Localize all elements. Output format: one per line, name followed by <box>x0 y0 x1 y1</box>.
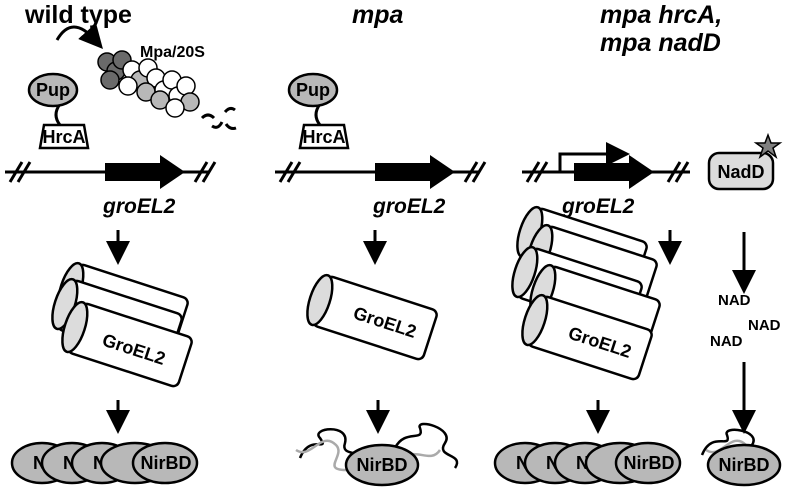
panel-mpa-double: mpa hrcA, mpa nadD groEL2 <box>493 1 783 487</box>
dna-break-right <box>193 161 217 183</box>
gene-arrow-groel2 <box>574 155 654 189</box>
groel2-complex-large <box>511 205 661 381</box>
gene-label-groel2: groEL2 <box>102 195 176 218</box>
dna-break-left <box>525 161 549 183</box>
nirbd-label: NirBD <box>140 453 191 473</box>
panel-title-wild-type: wild type <box>24 1 132 29</box>
nirbd-cluster: N N N NirBD NirBD <box>10 441 199 485</box>
hrca-label: HrcA <box>42 127 85 147</box>
targeting-arrow <box>55 23 103 49</box>
dna-break-left <box>8 161 32 183</box>
nirbd-protein <box>706 443 782 487</box>
panel-title-line1: mpa hrcA, <box>600 1 722 29</box>
nad-label: NAD <box>718 292 751 309</box>
nad-label: NAD <box>710 333 743 350</box>
hrca-label: HrcA <box>302 127 345 147</box>
hrca-protein <box>38 123 90 150</box>
nirbd-label: NirBD <box>718 455 769 475</box>
pup-linker <box>54 103 62 126</box>
pup-linker <box>314 103 322 126</box>
dna-break-right <box>666 161 690 183</box>
nirbd-cluster: N N N NirBD <box>493 441 682 485</box>
pup-protein <box>287 72 339 108</box>
hrca-protein <box>298 123 350 150</box>
mutation-star-icon <box>753 132 783 160</box>
nad-label: NAD <box>748 317 781 334</box>
mpa-20s-proteasome <box>97 50 200 118</box>
nadd-protein <box>707 151 775 191</box>
gene-label-groel2: groEL2 <box>561 195 635 218</box>
nirbd-label: NirBD <box>623 453 674 473</box>
panel-title-mpa: mpa <box>352 1 404 29</box>
transcription-start-arrow <box>558 142 630 172</box>
groel2-single <box>306 273 438 361</box>
panel-title-line2: mpa nadD <box>600 29 721 57</box>
dna-break-left <box>278 161 302 183</box>
nirbd-protein <box>344 443 420 487</box>
groel2-complex <box>51 261 193 388</box>
panel-mpa: mpa groEL2 HrcA Pup GroEL2 <box>275 1 487 487</box>
dna-break-right <box>463 161 487 183</box>
gene-arrow-groel2 <box>375 155 455 189</box>
nadd-label: NadD <box>717 162 764 182</box>
gene-label-groel2: groEL2 <box>372 195 446 218</box>
pup-protein <box>27 72 79 108</box>
nirbd-label: NirBD <box>356 455 407 475</box>
proteasome-label: Mpa/20S <box>140 44 205 61</box>
panel-wild-type: wild type groEL2 HrcA Pup <box>5 1 237 485</box>
gene-arrow-groel2 <box>105 155 185 189</box>
peptide-fragments <box>200 106 237 130</box>
pup-label: Pup <box>36 80 70 100</box>
pup-label: Pup <box>296 80 330 100</box>
